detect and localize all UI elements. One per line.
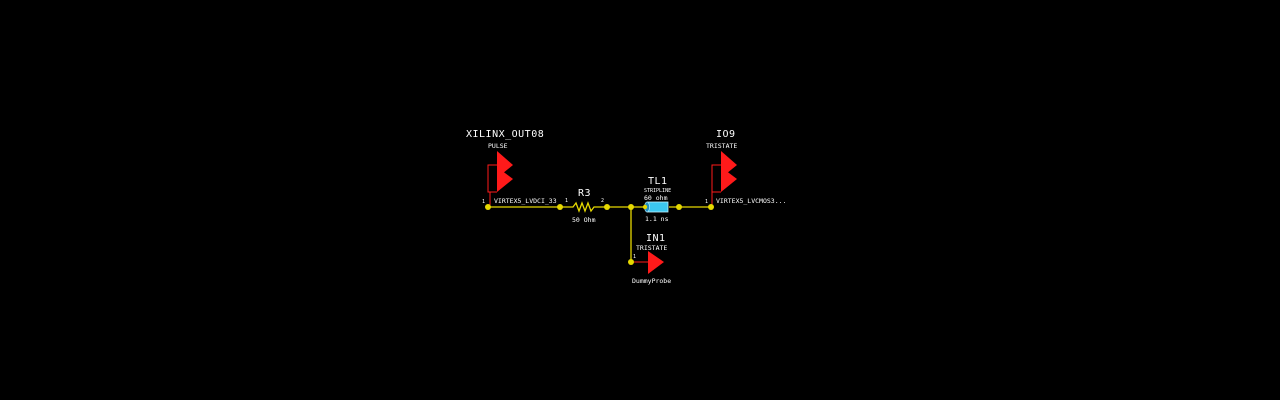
driver-lead [487, 164, 497, 193]
io9-symbol-lower [721, 167, 737, 192]
u1-model: PULSE [488, 142, 508, 150]
resistor-zigzag [560, 201, 607, 213]
driver-symbol-lower [497, 167, 513, 192]
nets [488, 206, 711, 262]
tline-tl1[interactable]: TL1 STRIPLINE 60 ohm 1.1 ns [642, 176, 682, 223]
in1-ibis-model: DummyProbe [632, 277, 671, 285]
resistor-r3[interactable]: R3 1 2 50 Ohm [557, 188, 610, 224]
io9-pin-number: 1 [705, 199, 708, 205]
r3-pin1-number: 1 [565, 198, 568, 204]
probe-in1[interactable]: IN1 TRISTATE 1 DummyProbe [628, 233, 671, 285]
u1-pin-node[interactable] [485, 204, 491, 210]
in1-refdes: IN1 [646, 233, 666, 244]
tl1-pin1-node[interactable] [642, 204, 648, 210]
tl1-impedance: 60 ohm [644, 194, 668, 202]
in1-pin-number: 1 [633, 254, 636, 260]
r3-pin2-number: 2 [601, 198, 604, 204]
io9-model: TRISTATE [706, 142, 737, 150]
tline-body [646, 201, 669, 213]
probe-symbol [648, 251, 664, 274]
io9-pin-node[interactable] [708, 204, 714, 210]
in1-pin-node[interactable] [628, 259, 634, 265]
junction-node[interactable] [628, 204, 634, 210]
io9-ibis-model: VIRTEX5_LVCMOS3... [716, 197, 786, 205]
r3-value: 50 Ohm [572, 216, 596, 224]
tl1-pin2-node[interactable] [676, 204, 682, 210]
tl1-delay: 1.1 ns [645, 215, 669, 223]
receiver-io9[interactable]: IO9 TRISTATE 1 VIRTEX5_LVCMOS3... [705, 129, 786, 210]
tl1-refdes: TL1 [648, 176, 668, 187]
tl1-type: STRIPLINE [644, 188, 671, 194]
u1-ibis-model: VIRTEX5_LVDCI_33 [494, 197, 557, 205]
u1-pin-number: 1 [482, 199, 485, 205]
io9-refdes: IO9 [716, 129, 736, 140]
r3-refdes: R3 [578, 188, 591, 199]
r3-pin2-node[interactable] [604, 204, 610, 210]
u1-refdes: XILINX_OUT08 [466, 129, 544, 140]
driver-xilinx-out08[interactable]: XILINX_OUT08 PULSE 1 VIRTEX5_LVDCI_33 [466, 129, 557, 210]
io9-lead [711, 164, 721, 193]
in1-model: TRISTATE [636, 244, 667, 252]
